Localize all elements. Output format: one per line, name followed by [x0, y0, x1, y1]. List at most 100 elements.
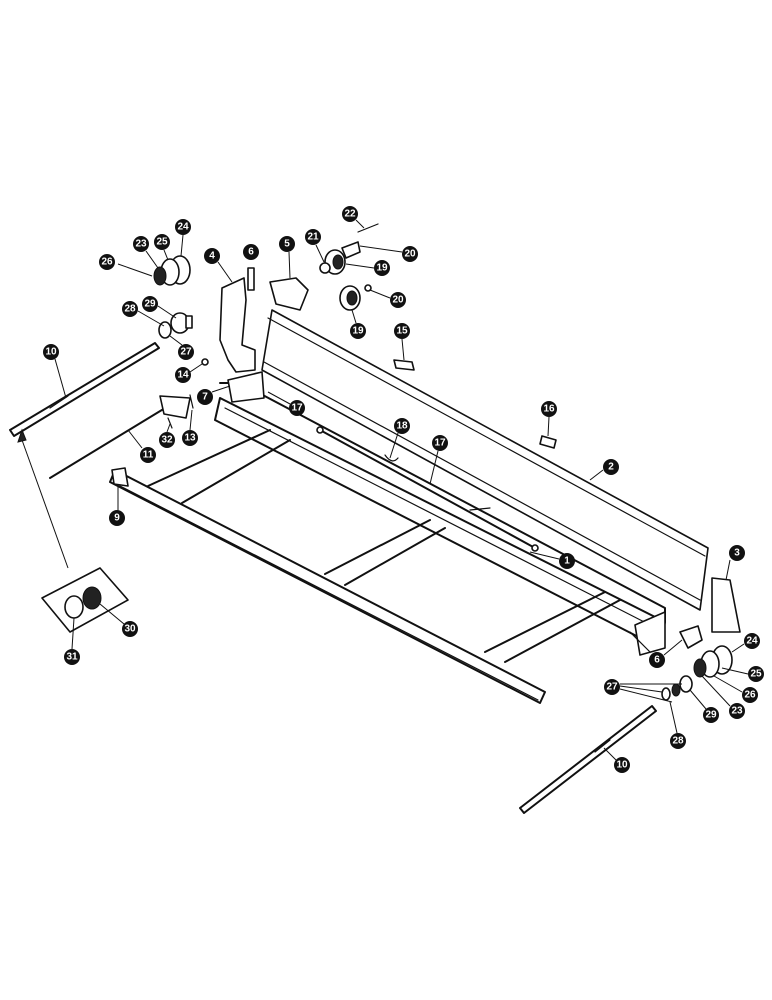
- callout-19-b: 19: [350, 323, 366, 339]
- callout-29-b: 29: [703, 707, 719, 723]
- callout-20-b: 20: [390, 292, 406, 308]
- svg-text:19: 19: [352, 326, 364, 337]
- nut: [201, 358, 209, 366]
- callout-4: 4: [204, 248, 220, 264]
- callout-18: 18: [394, 418, 410, 434]
- callout-17-b: 17: [432, 435, 448, 451]
- callout-26-b: 26: [742, 687, 758, 703]
- spring-clip: [384, 454, 399, 462]
- callout-2: 2: [603, 459, 619, 475]
- side-panel: [261, 309, 709, 611]
- callout-23-a: 23: [133, 236, 149, 252]
- callout-32: 32: [159, 432, 175, 448]
- callout-26-a: 26: [99, 254, 115, 270]
- callout-28-b: 28: [670, 733, 686, 749]
- svg-text:26: 26: [744, 690, 756, 701]
- svg-text:27: 27: [606, 682, 618, 693]
- svg-text:9: 9: [114, 513, 120, 524]
- callout-14: 14: [175, 367, 191, 383]
- idler-pulley-lower: [339, 284, 372, 311]
- shaft-left: [9, 342, 160, 437]
- svg-text:17: 17: [434, 438, 446, 449]
- cotter: [167, 417, 173, 429]
- callout-29-a: 29: [142, 296, 158, 312]
- callout-5: 5: [279, 236, 295, 252]
- pin: [357, 223, 379, 233]
- mount-plate: [269, 277, 309, 311]
- callout-23-b: 23: [729, 703, 745, 719]
- callout-15: 15: [394, 323, 410, 339]
- idler-pulley-upper: [319, 241, 361, 275]
- pulley-assembly-bottom-right: [661, 645, 733, 701]
- callout-21: 21: [305, 229, 321, 245]
- svg-text:15: 15: [396, 326, 408, 337]
- callout-31: 31: [64, 649, 80, 665]
- svg-text:5: 5: [284, 239, 290, 250]
- svg-text:6: 6: [654, 655, 660, 666]
- callout-28-a: 28: [122, 301, 138, 317]
- callout-30: 30: [122, 621, 138, 637]
- svg-text:28: 28: [672, 736, 684, 747]
- callout-6-bottom: 6: [649, 652, 665, 668]
- callout-10-left: 10: [43, 344, 59, 360]
- svg-text:29: 29: [144, 299, 156, 310]
- callout-1: 1: [559, 553, 575, 569]
- svg-text:22: 22: [344, 209, 356, 220]
- bearing-inset: [17, 428, 129, 633]
- svg-text:11: 11: [143, 450, 154, 461]
- callout-10-right: 10: [614, 757, 630, 773]
- link-rod: [49, 395, 191, 479]
- svg-text:29: 29: [705, 710, 717, 721]
- rail-end-cap: [111, 467, 129, 487]
- svg-text:17: 17: [291, 403, 303, 414]
- callout-11: 11: [140, 447, 156, 463]
- clip: [393, 359, 415, 371]
- svg-text:26: 26: [101, 257, 113, 268]
- svg-text:32: 32: [161, 435, 173, 446]
- svg-text:20: 20: [404, 249, 416, 260]
- svg-text:7: 7: [202, 392, 208, 403]
- svg-text:30: 30: [124, 624, 136, 635]
- callouts: 1 2 3 4 5 6 6 7 9 10 10 11 13 14 15 16 1…: [43, 206, 764, 773]
- svg-text:6: 6: [248, 247, 254, 258]
- callout-6-top: 6: [243, 244, 259, 260]
- svg-text:21: 21: [307, 232, 319, 243]
- svg-text:16: 16: [543, 404, 555, 415]
- callout-27-b: 27: [604, 679, 620, 695]
- svg-text:19: 19: [376, 263, 388, 274]
- callout-3: 3: [729, 545, 745, 561]
- pulley-assembly-top-left: [117, 255, 191, 286]
- shield: [679, 625, 703, 649]
- svg-text:31: 31: [66, 652, 78, 663]
- callout-25-b: 25: [748, 666, 764, 682]
- svg-text:13: 13: [184, 433, 196, 444]
- callout-24-a: 24: [175, 219, 191, 235]
- svg-text:23: 23: [135, 239, 147, 250]
- tab: [539, 435, 557, 449]
- callout-19-a: 19: [374, 260, 390, 276]
- callout-24-b: 24: [744, 633, 760, 649]
- callout-22: 22: [342, 206, 358, 222]
- callout-17-a: 17: [289, 400, 305, 416]
- upright-bracket: [219, 277, 256, 373]
- svg-text:20: 20: [392, 295, 404, 306]
- callout-25-a: 25: [154, 234, 170, 250]
- svg-text:24: 24: [746, 636, 758, 647]
- svg-text:28: 28: [124, 304, 136, 315]
- callout-9: 9: [109, 510, 125, 526]
- svg-text:10: 10: [616, 760, 628, 771]
- shaft-right: [519, 705, 657, 814]
- svg-text:27: 27: [180, 347, 192, 358]
- svg-text:25: 25: [750, 669, 762, 680]
- bolt: [189, 394, 194, 409]
- svg-text:25: 25: [156, 237, 168, 248]
- callout-13: 13: [182, 430, 198, 446]
- drive-rod: [316, 426, 539, 552]
- svg-text:1: 1: [564, 556, 570, 567]
- svg-text:23: 23: [731, 706, 743, 717]
- svg-text:24: 24: [177, 222, 189, 233]
- svg-text:2: 2: [608, 462, 614, 473]
- callout-27-a: 27: [178, 344, 194, 360]
- svg-text:4: 4: [209, 251, 215, 262]
